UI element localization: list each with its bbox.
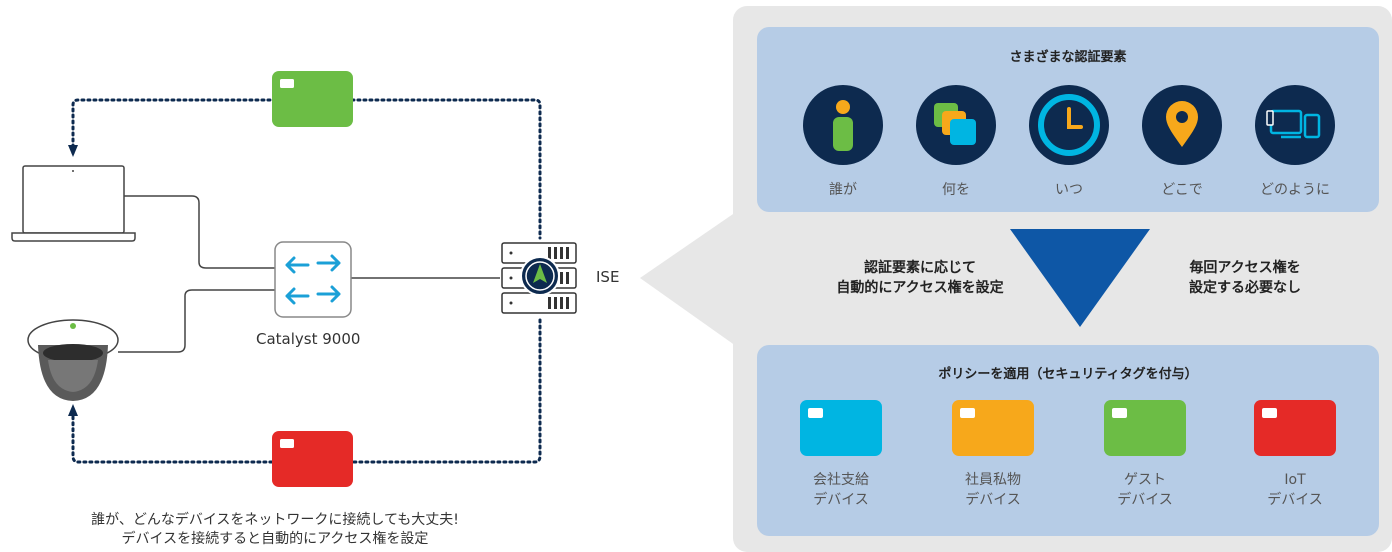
auth-factors-box: さまざまな認証要素 誰が 何を いつ — [757, 27, 1379, 212]
tag-label-line-2: デバイス — [1117, 492, 1173, 508]
tag-label: 社員私物 デバイス — [938, 470, 1048, 510]
factor-when: いつ — [1014, 85, 1124, 199]
callout-pointer — [640, 212, 736, 346]
tag-label-line-2: デバイス — [813, 492, 869, 508]
tag-personal-device: 社員私物 デバイス — [938, 400, 1048, 510]
factor-label: どのように — [1260, 182, 1330, 198]
devices-icon — [1255, 85, 1335, 165]
tag-label-line-1: IoT — [1284, 472, 1306, 488]
auth-factors-title: さまざまな認証要素 — [1009, 50, 1127, 65]
stacked-cards-icon — [916, 85, 996, 165]
caption-line-1: 誰が、どんなデバイスをネットワークに接続しても大丈夫! — [91, 512, 459, 528]
factor-who: 誰が — [788, 85, 898, 199]
green-tag-icon — [1104, 400, 1186, 456]
middle-right-text: 毎回アクセス権を 設定する必要なし — [1150, 258, 1340, 298]
middle-left-line-2: 自動的にアクセス権を設定 — [836, 280, 1004, 296]
tag-label: IoT デバイス — [1240, 470, 1350, 510]
tag-label-line-2: デバイス — [1267, 492, 1323, 508]
factor-where: どこで — [1127, 85, 1237, 199]
red-tag-icon — [272, 431, 353, 487]
tag-label-line-1: 社員私物 — [965, 472, 1021, 488]
caption: 誰が、どんなデバイスをネットワークに接続しても大丈夫! デバイスを接続すると自動… — [70, 511, 480, 549]
tag-label: 会社支給 デバイス — [786, 470, 896, 510]
clock-icon — [1029, 85, 1109, 165]
camera-to-switch-line — [118, 289, 275, 353]
factor-how: どのように — [1240, 85, 1350, 199]
tag-label: ゲスト デバイス — [1090, 470, 1200, 510]
tag-corporate-device: 会社支給 デバイス — [786, 400, 896, 510]
factor-label: 何を — [942, 182, 970, 198]
factor-label: いつ — [1055, 182, 1083, 198]
cyan-tag-icon — [800, 400, 882, 456]
middle-right-line-1: 毎回アクセス権を — [1189, 260, 1301, 276]
laptop-icon — [11, 165, 136, 242]
factor-label: 誰が — [829, 182, 857, 198]
policy-box: ポリシーを適用（セキュリティタグを付与） 会社支給 デバイス 社員私物 デバイス… — [757, 345, 1379, 536]
green-tag-icon — [272, 71, 353, 127]
tag-iot-device: IoT デバイス — [1240, 400, 1350, 510]
red-tag-icon — [1254, 400, 1336, 456]
ise-server-icon — [501, 242, 577, 314]
orange-tag-icon — [952, 400, 1034, 456]
bottom-arrowhead — [68, 404, 78, 416]
caption-line-2: デバイスを接続すると自動的にアクセス権を設定 — [121, 531, 429, 547]
factor-what: 何を — [901, 85, 1011, 199]
policy-title: ポリシーを適用（セキュリティタグを付与） — [938, 367, 1198, 382]
tag-label-line-1: 会社支給 — [813, 472, 869, 488]
laptop-to-switch-line — [124, 195, 275, 269]
location-pin-icon — [1142, 85, 1222, 165]
person-icon — [803, 85, 883, 165]
factor-label: どこで — [1161, 182, 1203, 198]
tag-guest-device: ゲスト デバイス — [1090, 400, 1200, 510]
camera-icon — [27, 319, 119, 401]
down-triangle-icon — [1010, 229, 1150, 327]
middle-right-line-2: 設定する必要なし — [1189, 280, 1301, 296]
tag-label-line-1: ゲスト — [1124, 472, 1166, 488]
switch-icon — [274, 241, 352, 318]
ise-label: ISE — [596, 268, 620, 286]
middle-left-text: 認証要素に応じて 自動的にアクセス権を設定 — [790, 258, 1050, 298]
top-arrowhead — [68, 145, 78, 157]
tag-label-line-2: デバイス — [965, 492, 1021, 508]
switch-label: Catalyst 9000 — [256, 330, 361, 348]
middle-left-line-1: 認証要素に応じて — [864, 260, 976, 276]
